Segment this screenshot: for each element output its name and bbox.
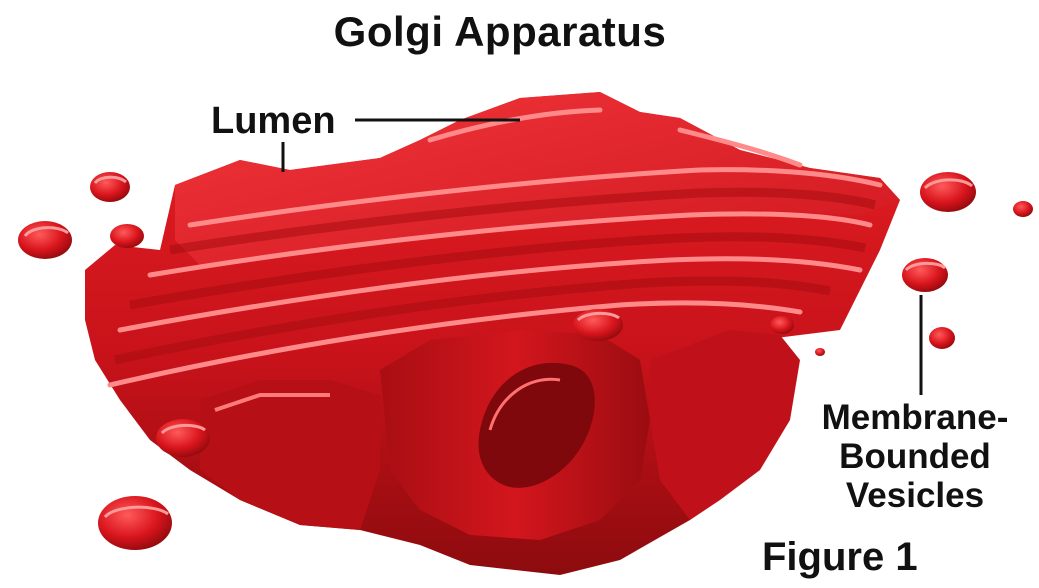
lumen-label: Lumen	[211, 100, 336, 143]
vesicles-label-line: Membrane-	[800, 398, 1030, 437]
vesicle	[770, 316, 794, 334]
vesicle	[110, 224, 144, 248]
left-lower-fold	[200, 380, 380, 530]
diagram-title: Golgi Apparatus	[0, 8, 1000, 56]
vesicle	[929, 327, 955, 349]
right-lower-fold	[650, 330, 800, 520]
figure-caption: Figure 1	[762, 535, 918, 580]
vesicle	[920, 172, 976, 212]
vesicle	[815, 348, 825, 356]
vesicle	[98, 496, 172, 550]
vesicle	[1013, 201, 1033, 217]
vesicles-label: Membrane- Bounded Vesicles	[800, 398, 1030, 515]
vesicles-label-line: Bounded	[800, 437, 1030, 476]
vesicles-label-line: Vesicles	[800, 476, 1030, 515]
